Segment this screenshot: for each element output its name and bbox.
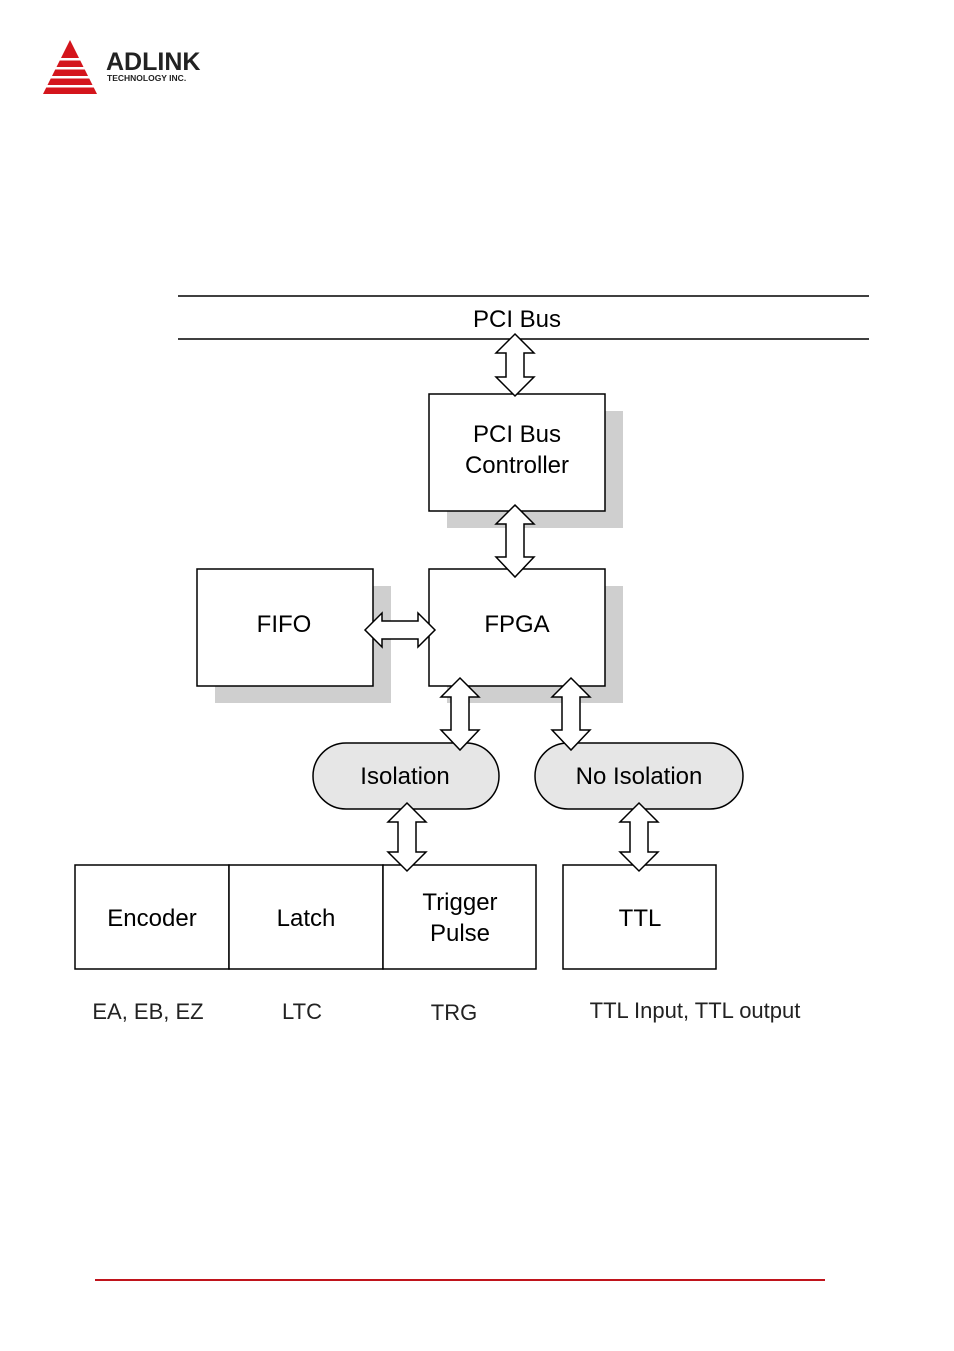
latch-signal: LTC bbox=[282, 999, 322, 1024]
latch-label: Latch bbox=[277, 905, 336, 932]
fpga-label: FPGA bbox=[484, 611, 549, 638]
ttl-label: TTL bbox=[619, 905, 662, 932]
encoder-label: Encoder bbox=[107, 905, 196, 932]
ttl-signals: TTL Input, TTL output bbox=[590, 998, 801, 1023]
controller-label-line1: PCI Bus bbox=[473, 421, 561, 448]
footer-rule bbox=[95, 1279, 825, 1281]
isolation-io-double-arrow bbox=[388, 803, 426, 871]
no-isolation-ttl-double-arrow bbox=[620, 803, 658, 871]
bus-controller-double-arrow bbox=[496, 334, 534, 396]
isolation-label: Isolation bbox=[360, 763, 449, 790]
trigger-label-line2: Pulse bbox=[430, 920, 490, 947]
encoder-signals: EA, EB, EZ bbox=[92, 999, 203, 1024]
no-isolation-label: No Isolation bbox=[576, 763, 703, 790]
fifo-label: FIFO bbox=[257, 611, 312, 638]
trigger-pulse-box bbox=[383, 865, 536, 969]
trigger-label-line1: Trigger bbox=[422, 889, 497, 916]
pci-bus-label: PCI Bus bbox=[473, 306, 561, 333]
trigger-signal: TRG bbox=[431, 1000, 477, 1025]
controller-label-line2: Controller bbox=[465, 452, 569, 479]
